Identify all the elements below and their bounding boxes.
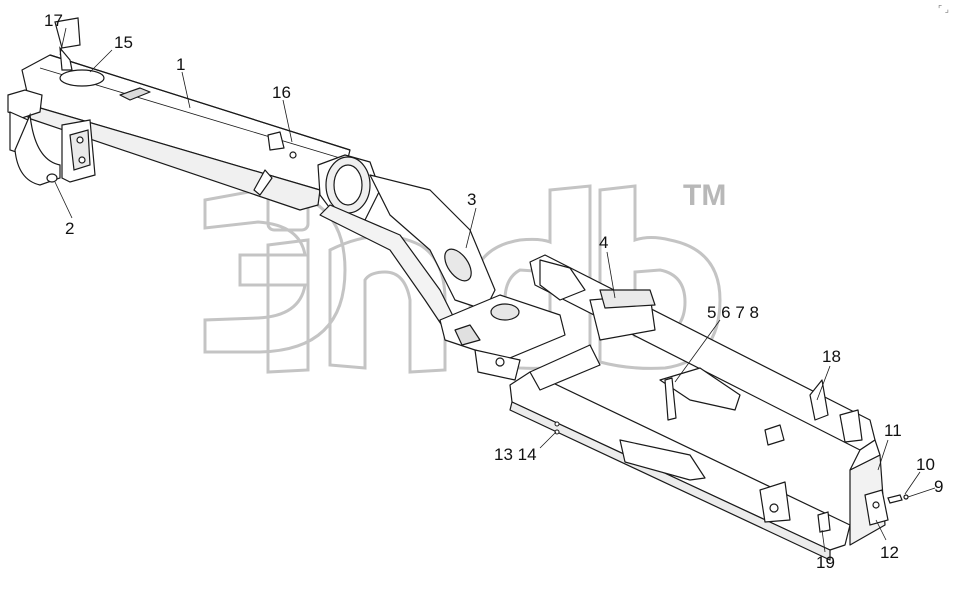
callout-17: 17 xyxy=(44,11,63,30)
callout-19: 19 xyxy=(816,553,835,572)
leader-lines xyxy=(54,27,936,553)
callout-18: 18 xyxy=(822,347,841,366)
callouts: 17 15 1 16 2 3 4 5 6 7 8 18 11 10 9 12 1… xyxy=(44,11,943,572)
front-hitch-bracket xyxy=(7,17,96,186)
callout-11: 11 xyxy=(884,421,902,440)
callout-10: 10 xyxy=(916,455,935,474)
callout-12: 12 xyxy=(880,543,899,562)
callout-3: 3 xyxy=(467,190,476,209)
callout-2: 2 xyxy=(65,219,74,238)
callout-16: 16 xyxy=(272,83,291,102)
rear-hitch xyxy=(817,489,909,533)
corner-mark: ⌜ ⌟ xyxy=(938,4,949,14)
callout-13-14: 13 14 xyxy=(494,445,537,464)
callout-5-6-7-8: 5 6 7 8 xyxy=(707,303,759,322)
gooseneck-section xyxy=(253,131,496,331)
rear-frame xyxy=(509,254,886,561)
hinge-block xyxy=(439,294,566,381)
callout-4: 4 xyxy=(599,233,608,252)
bolts xyxy=(554,421,560,435)
callout-1: 1 xyxy=(176,55,185,74)
trademark-symbol: TM xyxy=(683,179,726,212)
callout-15: 15 xyxy=(114,33,133,52)
callout-9: 9 xyxy=(934,477,943,496)
